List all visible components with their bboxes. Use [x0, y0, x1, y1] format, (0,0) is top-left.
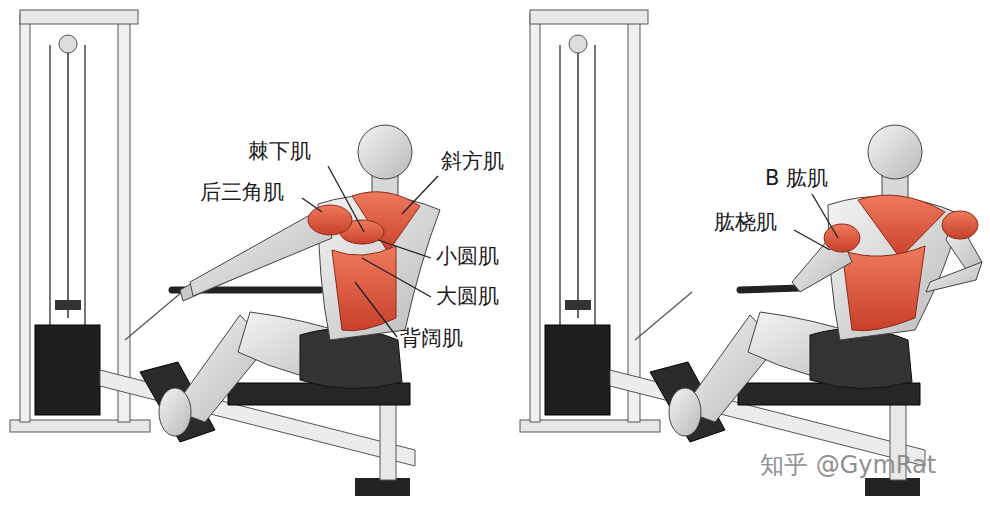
muscle-label: 肱桡肌: [714, 210, 777, 234]
watermark: 知乎 @GymRat: [760, 452, 936, 480]
muscle-label: 背阔肌: [400, 326, 463, 350]
muscle-label: 棘下肌: [248, 139, 311, 163]
muscle-label: B 肱肌: [765, 166, 828, 190]
muscle-label: 小圆肌: [436, 244, 499, 268]
muscle-label: 斜方肌: [441, 149, 504, 173]
muscle-label: 大圆肌: [436, 284, 499, 308]
muscle-label: 后三角肌: [200, 180, 284, 204]
